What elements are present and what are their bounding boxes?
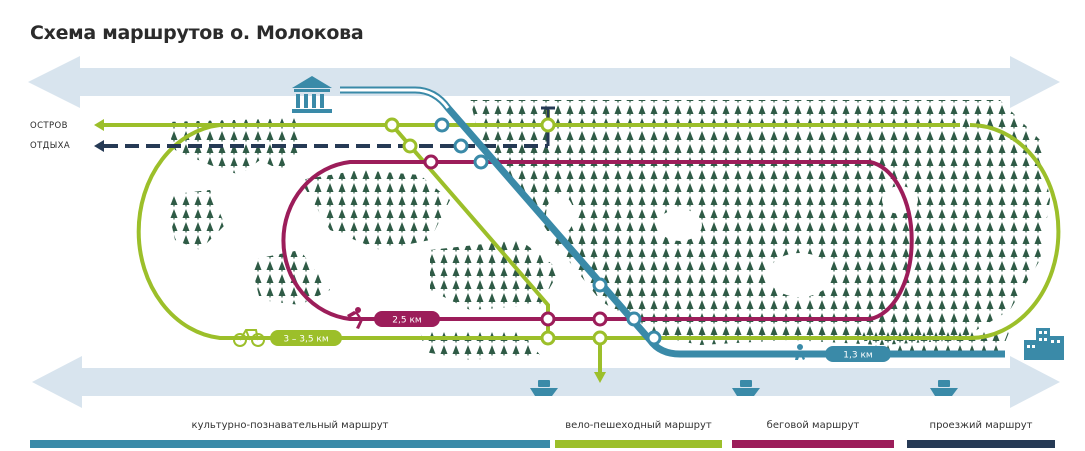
bike-distance: 3 – 3,5 км [283,335,328,345]
island-label-top: ОСТРОВ [30,121,68,131]
runner-icon [347,307,363,329]
boat-icon [732,380,760,396]
boat-icon [930,380,958,396]
legend-bar-cultural [30,440,550,448]
walk-distance-pill: 1,3 км [825,346,891,362]
museum-icon [292,76,332,113]
legend-label-bike: вело-пешеходный маршрут [565,420,712,431]
walk-distance: 1,3 км [843,351,872,361]
legend-bar-run [732,440,894,448]
legend-bar-road [907,440,1055,448]
island-label-bottom: ОТДЫХА [30,141,71,151]
walker-icon [795,344,805,360]
river-top [28,56,1060,108]
route-stations [384,117,662,346]
island-arrows [94,106,555,152]
map-title: Схема маршрутов о. Молокова [30,22,364,44]
cultural-route [340,88,450,109]
legend-label-run: беговой маршрут [766,420,860,431]
legend-label-road: проезжий маршрут [929,420,1033,431]
run-distance-pill: 2,5 км [374,311,440,327]
bike-distance-pill: 3 – 3,5 км [270,330,342,346]
legend-label-cultural: культурно-познавательный маршрут [191,420,389,431]
run-route [281,160,914,321]
boat-icon [530,380,558,396]
run-distance: 2,5 км [392,316,421,326]
bicycle-icon [233,329,265,347]
bike-route-arrow [594,372,606,383]
legend-bar-bike [555,440,722,448]
buildings-icon [1024,328,1064,360]
